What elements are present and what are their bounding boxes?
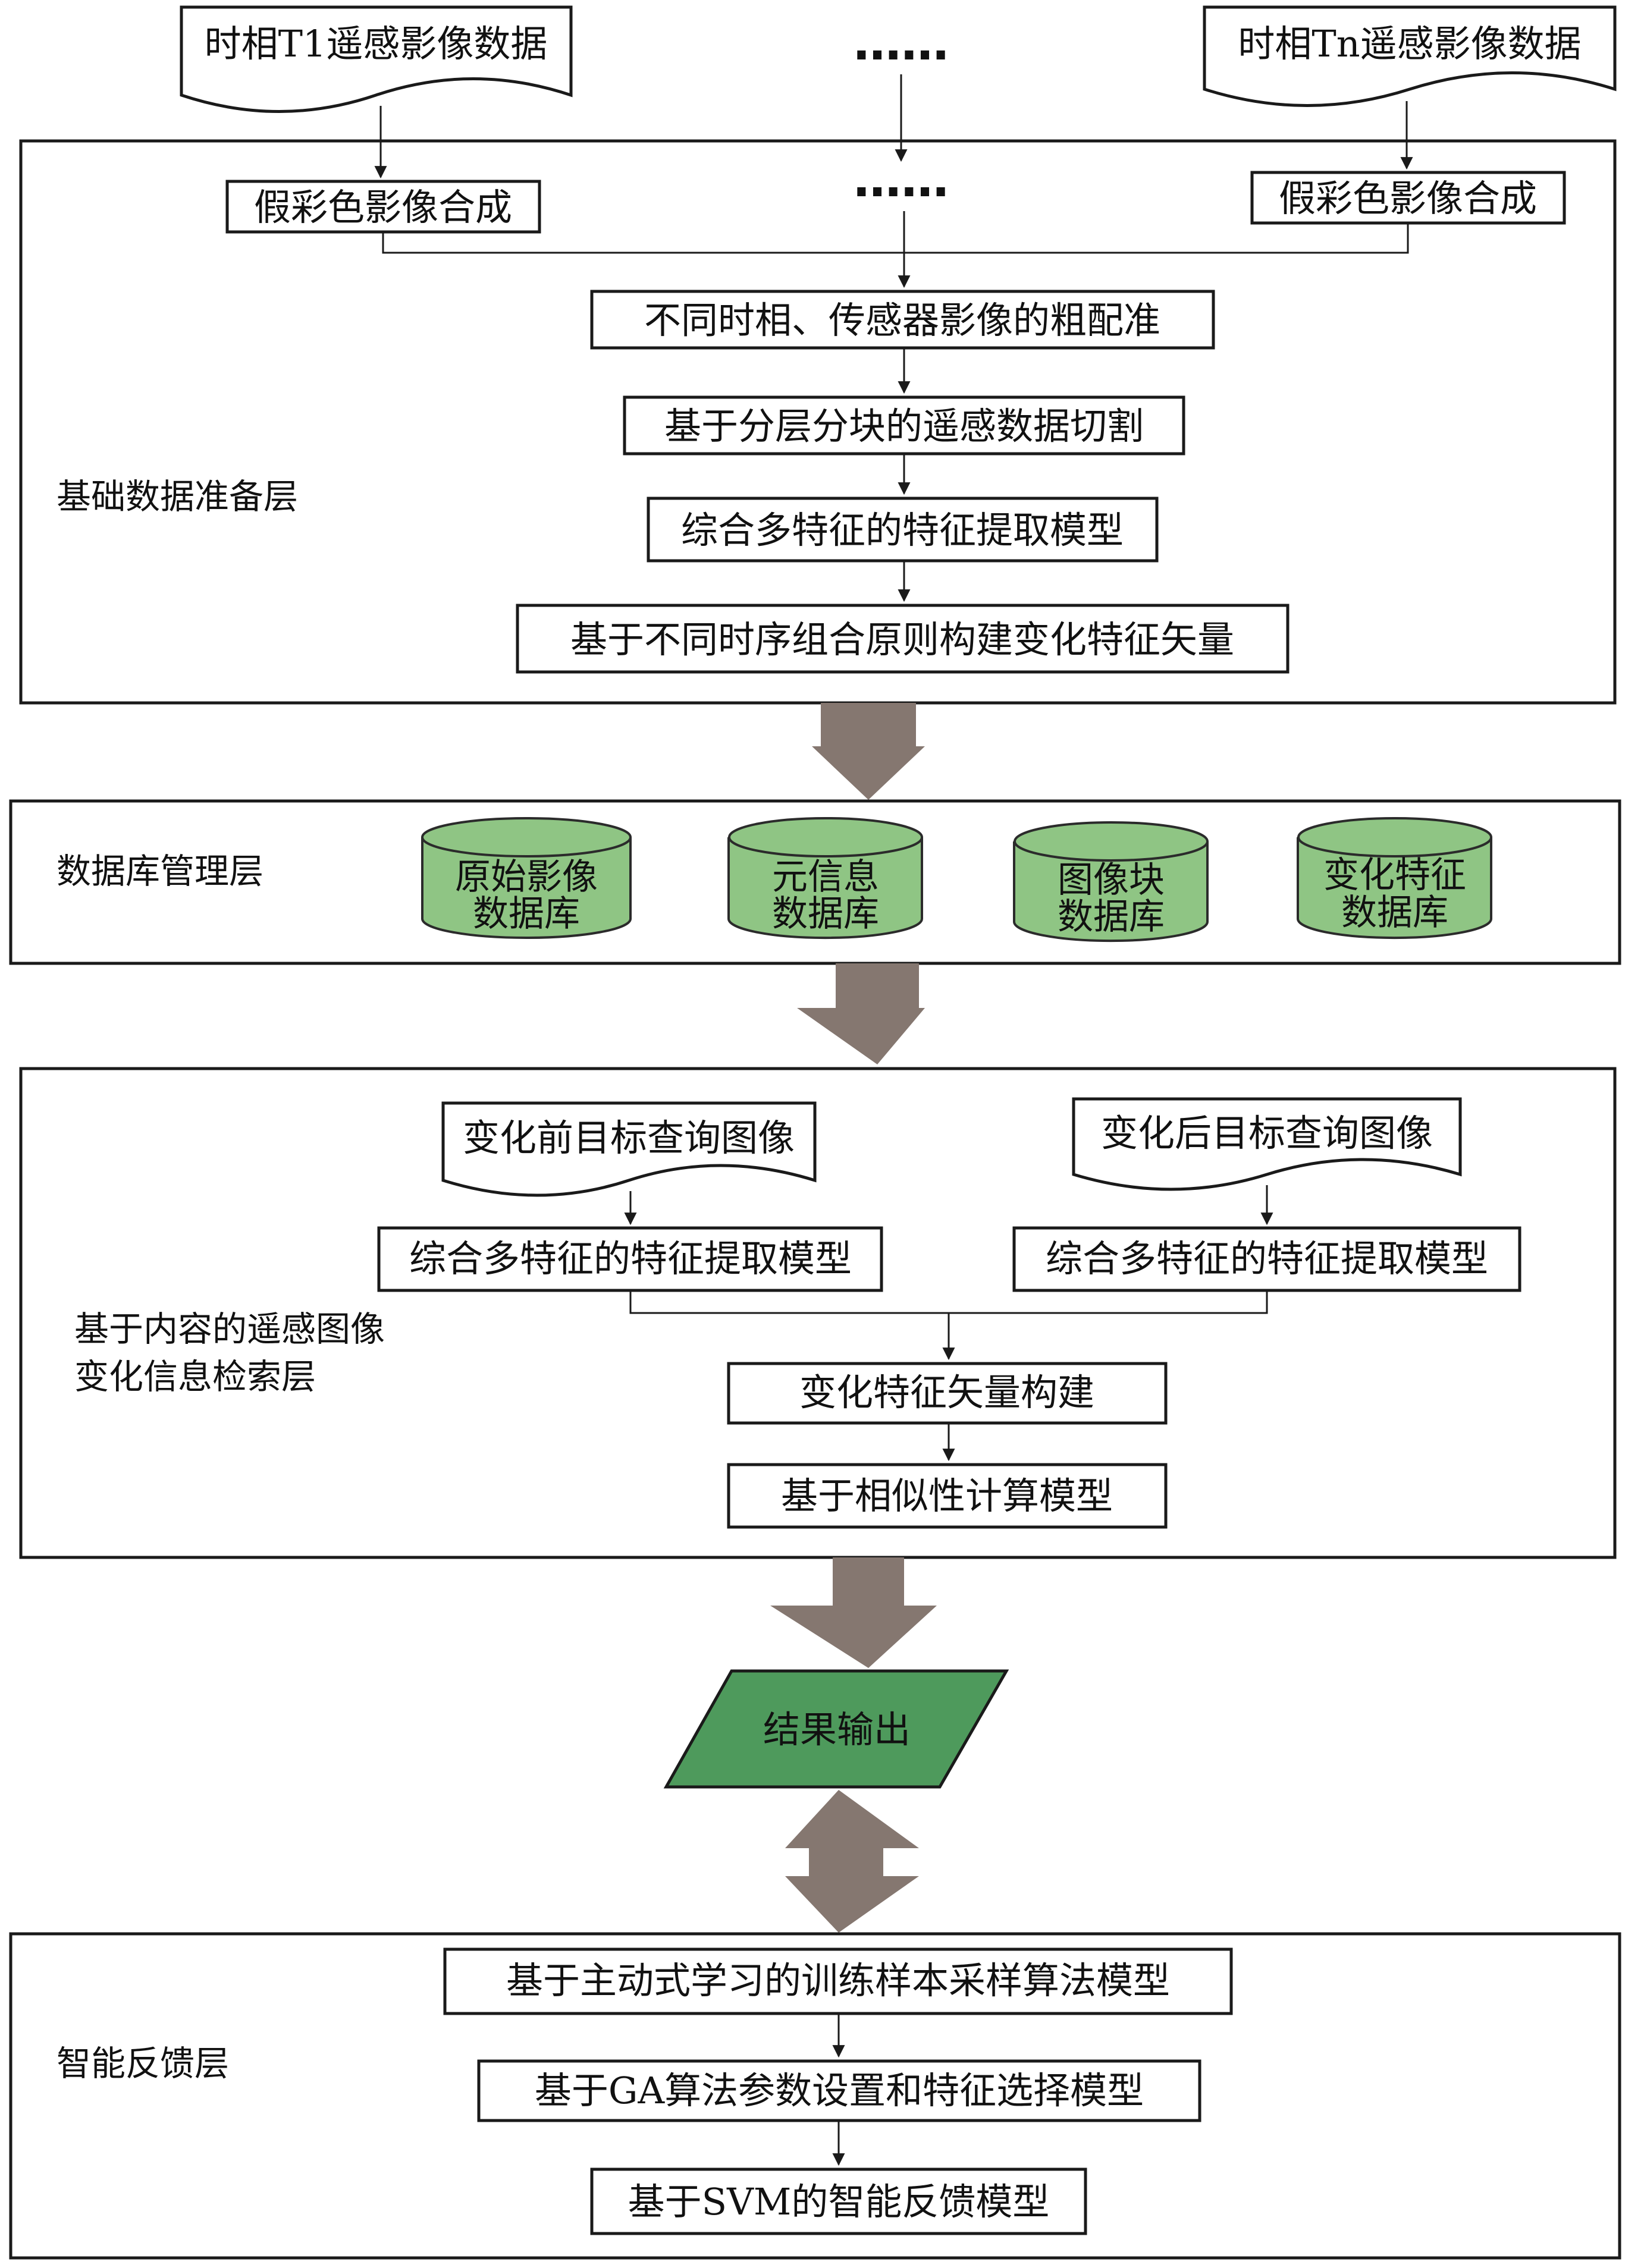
- svg-text:基于分层分块的遥感数据切割: 基于分层分块的遥感数据切割: [664, 404, 1144, 448]
- layer2-label: 数据库管理层: [57, 851, 263, 891]
- db-meta-info: 元信息 数据库: [727, 817, 923, 940]
- svg-text:原始影像: 原始影像: [455, 856, 598, 898]
- big-arrow-3: [770, 1557, 937, 1668]
- svg-text:基于相似性计算模型: 基于相似性计算模型: [781, 1474, 1113, 1518]
- doc-shape-t1: 时相T1遥感影像数据: [180, 5, 573, 113]
- svg-text:综合多特征的特征提取模型: 综合多特征的特征提取模型: [409, 1237, 852, 1280]
- doc-label-t1: 时相T1遥感影像数据: [205, 22, 548, 65]
- step-extract-right: 综合多特征的特征提取模型: [1012, 1226, 1521, 1292]
- top-ellipsis: ……: [854, 15, 949, 71]
- svg-text:基于主动式学习的训练样本采样算法模型: 基于主动式学习的训练样本采样算法模型: [506, 1959, 1170, 2002]
- svg-text:图像块: 图像块: [1058, 859, 1165, 901]
- result-output: 结果输出: [663, 1669, 1009, 1789]
- layer1-ellipsis: ……: [854, 152, 949, 208]
- doc-label-tn: 时相Tn遥感影像数据: [1238, 22, 1581, 65]
- layer-smart-feedback: [9, 1932, 1621, 2260]
- step-vector-build: 变化特征矢量构建: [727, 1362, 1168, 1425]
- svg-text:变化前目标查询图像: 变化前目标查询图像: [463, 1116, 795, 1160]
- layer1-label: 基础数据准备层: [57, 476, 298, 517]
- svg-text:假彩色影像合成: 假彩色影像合成: [1279, 177, 1537, 220]
- layer4-label: 智能反馈层: [57, 2043, 229, 2084]
- doc-query-after: 变化后目标查询图像: [1072, 1097, 1462, 1191]
- svg-text:数据库: 数据库: [1341, 892, 1448, 934]
- step-cutting: 基于分层分块的遥感数据切割: [623, 395, 1185, 456]
- layer3-label-line2: 变化信息检索层: [74, 1356, 316, 1397]
- step-similarity: 基于相似性计算模型: [727, 1463, 1168, 1529]
- step-change-vector: 基于不同时序组合原则构建变化特征矢量: [516, 604, 1290, 674]
- step-registration: 不同时相、传感器影像的粗配准: [590, 290, 1215, 350]
- svg-text:数据库: 数据库: [1058, 896, 1165, 938]
- layer3-label-line1: 基于内容的遥感图像: [74, 1309, 385, 1349]
- svg-text:变化后目标查询图像: 变化后目标查询图像: [1101, 1111, 1433, 1155]
- big-arrow-2: [797, 963, 925, 1064]
- doc-shape-tn: 时相Tn遥感影像数据: [1203, 5, 1617, 107]
- svg-text:综合多特征的特征提取模型: 综合多特征的特征提取模型: [1046, 1237, 1488, 1280]
- db-change-feature: 变化特征 数据库: [1297, 817, 1492, 940]
- double-arrow: [785, 1790, 919, 1933]
- layer-basic-data-prep: [19, 139, 1617, 705]
- step-svm-feedback: 基于SVM的智能反馈模型: [590, 2168, 1087, 2235]
- db-image-block: 图像块 数据库: [1013, 821, 1209, 943]
- big-arrow-1: [812, 703, 925, 800]
- svg-text:综合多特征的特征提取模型: 综合多特征的特征提取模型: [681, 508, 1124, 552]
- merge-line-fc: [382, 223, 1409, 254]
- svg-text:基于GA算法参数设置和特征选择模型: 基于GA算法参数设置和特征选择模型: [535, 2069, 1144, 2112]
- step-ga-params: 基于GA算法参数设置和特征选择模型: [477, 2059, 1201, 2122]
- doc-query-before: 变化前目标查询图像: [441, 1101, 817, 1197]
- db-raw-image: 原始影像 数据库: [421, 817, 632, 939]
- svg-text:数据库: 数据库: [473, 893, 580, 935]
- layer-database-mgmt: [9, 799, 1621, 965]
- svg-text:基于SVM的智能反馈模型: 基于SVM的智能反馈模型: [628, 2180, 1050, 2223]
- fc-box-right: 假彩色影像合成: [1250, 171, 1566, 225]
- svg-text:变化特征: 变化特征: [1323, 855, 1466, 896]
- svg-text:基于不同时序组合原则构建变化特征矢量: 基于不同时序组合原则构建变化特征矢量: [570, 618, 1234, 661]
- svg-text:不同时相、传感器影像的粗配准: 不同时相、传感器影像的粗配准: [644, 299, 1160, 342]
- svg-text:结果输出: 结果输出: [763, 1708, 911, 1751]
- step-extract-left: 综合多特征的特征提取模型: [377, 1226, 883, 1292]
- step-feature-extraction: 综合多特征的特征提取模型: [647, 497, 1159, 563]
- merge-line-extract: [629, 1290, 1268, 1314]
- svg-text:变化特征矢量构建: 变化特征矢量构建: [799, 1371, 1094, 1414]
- svg-text:数据库: 数据库: [772, 893, 879, 935]
- step-active-learning: 基于主动式学习的训练样本采样算法模型: [443, 1947, 1233, 2015]
- layer-change-retrieval: [19, 1067, 1617, 1559]
- fc-box-left: 假彩色影像合成: [225, 180, 541, 234]
- svg-text:元信息: 元信息: [772, 856, 879, 898]
- svg-text:假彩色影像合成: 假彩色影像合成: [254, 186, 512, 229]
